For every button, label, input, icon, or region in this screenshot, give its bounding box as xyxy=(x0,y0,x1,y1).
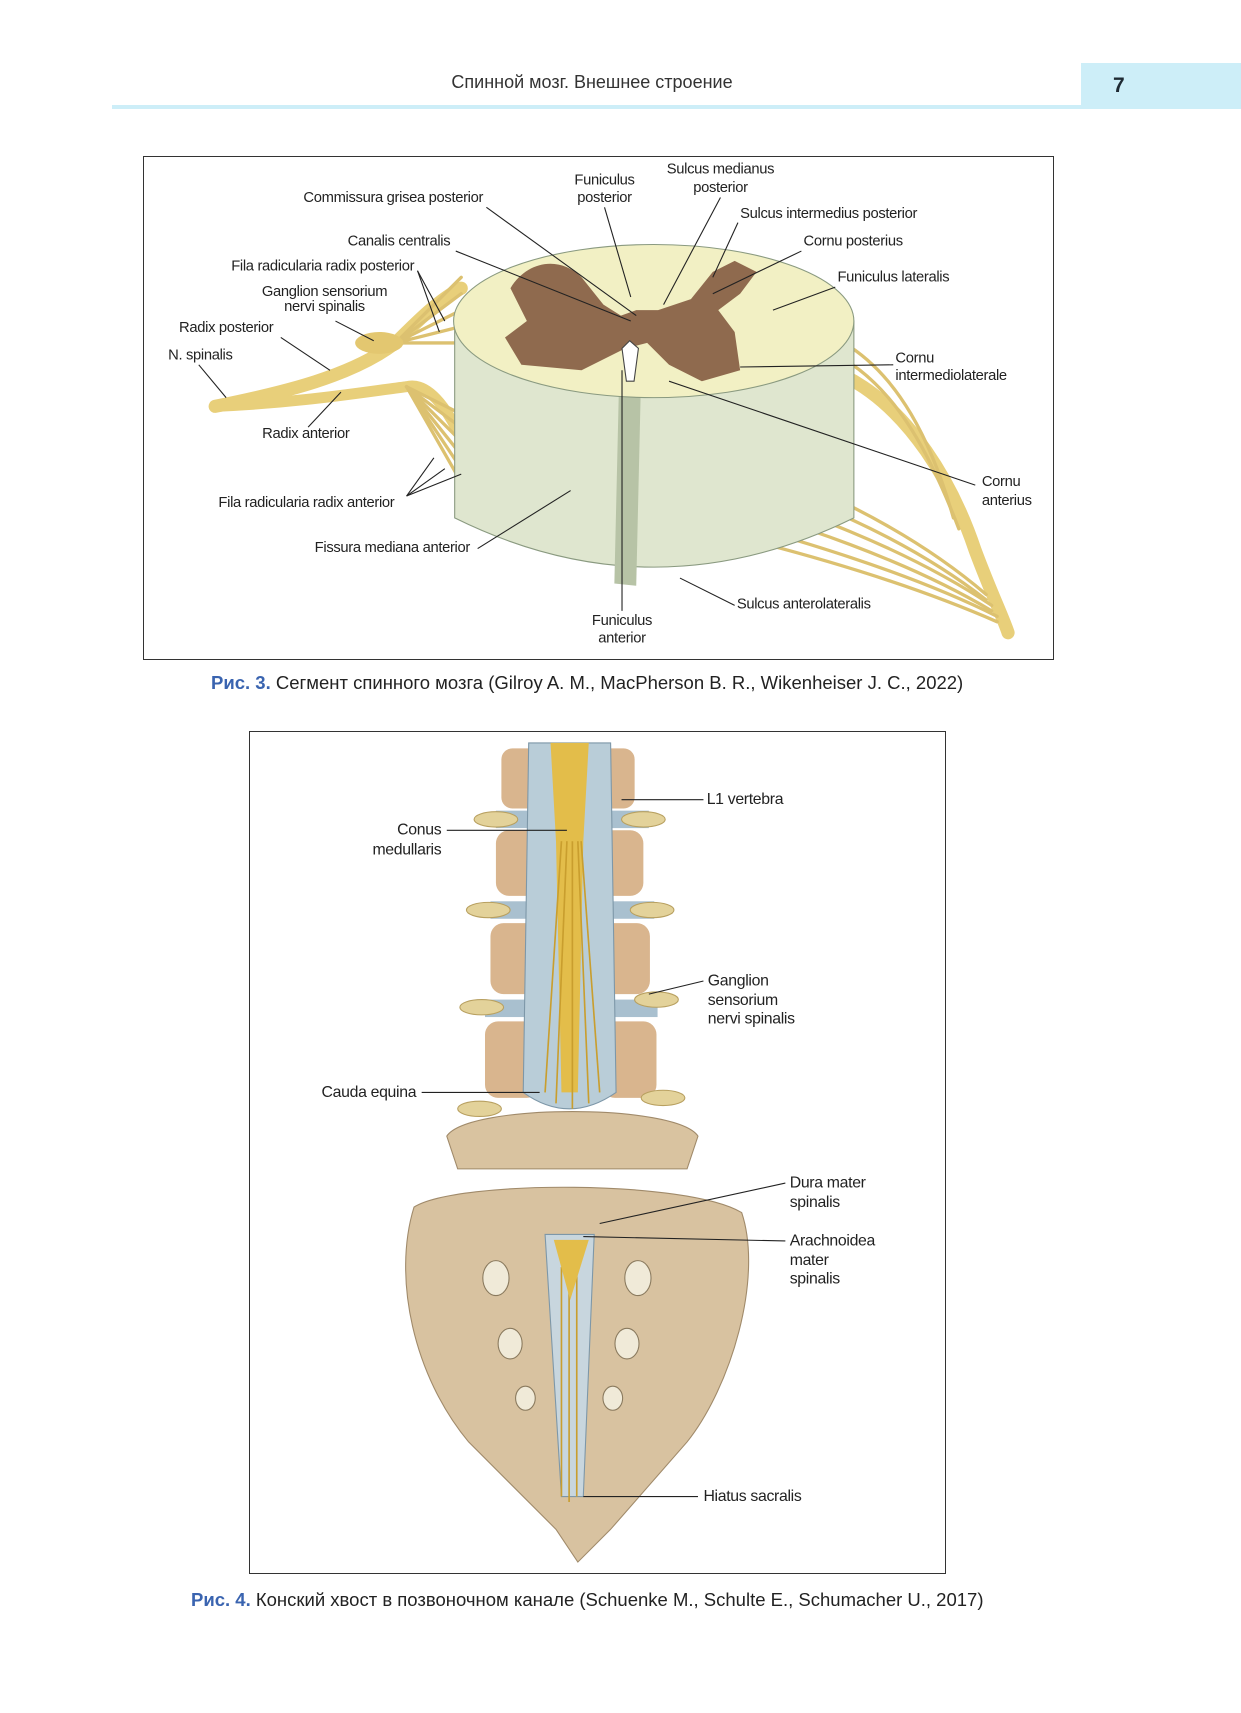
label-ganglion: Ganglion xyxy=(708,972,769,989)
page-number-box: 7 xyxy=(1081,63,1241,109)
label-funiculus-lateralis: Funiculus lateralis xyxy=(837,270,949,286)
label-commissura-grisea-posterior: Commissura grisea posterior xyxy=(303,190,483,206)
figure-3-caption: Рис. 3. Сегмент спинного мозга (Gilroy A… xyxy=(211,672,963,694)
label-ganglion-2: sensorium xyxy=(708,992,778,1009)
label-conus-medullaris: Conus xyxy=(397,822,442,839)
label-ganglion-sensorium-2: nervi spinalis xyxy=(284,299,365,315)
label-canalis-centralis: Canalis centralis xyxy=(348,234,451,250)
figure-3-spinal-segment: Funiculus posterior Sulcus medianus post… xyxy=(143,156,1054,660)
label-radix-posterior: Radix posterior xyxy=(179,320,274,336)
label-sulcus-medianus-posterior-2: posterior xyxy=(693,180,748,196)
figure-4-number: Рис. 4. xyxy=(191,1589,251,1610)
figure-3-caption-text: Сегмент спинного мозга (Gilroy A. M., Ma… xyxy=(270,672,964,693)
label-cornu-anterius: Cornu xyxy=(982,474,1021,490)
label-arachnoidea: Arachnoidea xyxy=(790,1232,876,1249)
label-dura-mater-2: spinalis xyxy=(790,1194,841,1211)
running-title: Спинной мозг. Внешнее строение xyxy=(451,72,733,92)
label-radix-anterior: Radix anterior xyxy=(262,426,350,442)
spinal-segment-illustration: Funiculus posterior Sulcus medianus post… xyxy=(168,161,1032,646)
label-ganglion-sensorium: Ganglion sensorium xyxy=(262,284,387,300)
label-l1-vertebra: L1 vertebra xyxy=(707,791,784,808)
sacral-foramina xyxy=(482,1260,652,1411)
leader-lines xyxy=(198,197,976,611)
label-cauda-equina: Cauda equina xyxy=(322,1084,417,1101)
filum-terminale-area xyxy=(553,1239,589,1300)
figure-4-cauda-equina: L1 vertebra Conus medullaris Ganglion se… xyxy=(249,731,946,1574)
label-funiculus-posterior-2: posterior xyxy=(577,190,632,206)
label-cornu-intermediolaterale-2: intermediolaterale xyxy=(895,368,1006,384)
label-sulcus-medianus-posterior: Sulcus medianus xyxy=(667,161,774,177)
label-funiculus-anterior: Funiculus xyxy=(592,613,652,629)
label-n-spinalis: N. spinalis xyxy=(168,347,232,363)
label-cornu-anterius-2: anterius xyxy=(982,493,1032,509)
figure-3-number: Рис. 3. xyxy=(211,672,271,693)
leader-lines xyxy=(421,799,786,1498)
label-arachnoidea-3: spinalis xyxy=(790,1271,841,1288)
label-funiculus-anterior-2: anterior xyxy=(598,631,646,647)
cauda-equina-fibers xyxy=(544,841,601,1503)
label-funiculus-posterior: Funiculus xyxy=(574,172,634,188)
label-fila-radicularia-posterior: Fila radicularia radix posterior xyxy=(231,259,414,275)
page-number: 7 xyxy=(1113,74,1125,97)
figure-4-caption-text: Конский хвост в позвоночном канале (Schu… xyxy=(250,1589,984,1610)
central-canal xyxy=(621,339,640,382)
figure-4-caption: Рис. 4. Конский хвост в позвоночном кана… xyxy=(191,1589,984,1611)
header-divider xyxy=(112,105,1082,109)
label-cornu-posterius: Cornu posterius xyxy=(804,234,903,250)
label-sulcus-anterolateralis: Sulcus anterolateralis xyxy=(737,597,871,613)
label-dura-mater: Dura mater xyxy=(790,1174,867,1191)
label-cornu-intermediolaterale: Cornu xyxy=(895,351,934,367)
cauda-equina-illustration: L1 vertebra Conus medullaris Ganglion se… xyxy=(322,742,876,1563)
label-conus-medullaris-2: medullaris xyxy=(372,841,441,858)
figure-4-labels: L1 vertebra Conus medullaris Ganglion se… xyxy=(322,791,876,1505)
figure-3-labels: Funiculus posterior Sulcus medianus post… xyxy=(168,161,1032,646)
label-fila-radicularia-anterior: Fila radicularia radix anterior xyxy=(218,495,394,511)
label-arachnoidea-2: mater xyxy=(790,1252,830,1269)
label-sulcus-intermedius-posterior: Sulcus intermedius posterior xyxy=(740,206,917,222)
label-ganglion-3: nervi spinalis xyxy=(708,1011,795,1028)
label-hiatus-sacralis: Hiatus sacralis xyxy=(703,1488,801,1505)
left-nerve-roots xyxy=(208,275,478,504)
label-fissura-mediana-anterior: Fissura mediana anterior xyxy=(315,540,471,556)
anterior-median-fissure xyxy=(614,348,642,586)
spinal-ganglia xyxy=(457,811,686,1118)
